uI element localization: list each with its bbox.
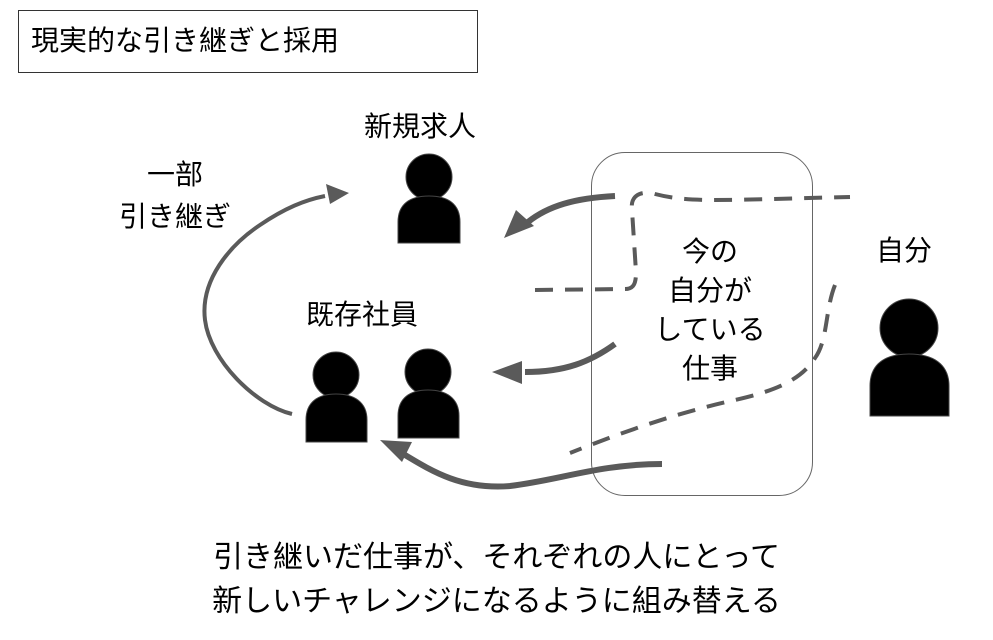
caption-line-2: 新しいチャレンジになるように組み替える xyxy=(212,584,781,619)
partial-handover-label-line2: 引き継ぎ xyxy=(118,200,231,233)
current-work-line-1: 今の xyxy=(681,235,738,268)
arrow-to-new-hire-head xyxy=(504,210,534,238)
arrow-partial-handover xyxy=(202,194,326,416)
self-label: 自分 xyxy=(876,234,933,267)
self-person-icon xyxy=(869,298,950,417)
arrow-bottom-to-existing-staff xyxy=(398,449,663,490)
arrow-to-existing-staff-head xyxy=(492,361,522,384)
new-hire-person-icon xyxy=(397,153,461,244)
current-work-text: 今の 自分が している 仕事 xyxy=(640,232,780,388)
partial-handover-label-line1: 一部 xyxy=(146,158,203,191)
current-work-line-2: 自分が xyxy=(667,274,752,307)
arrow-to-existing-staff xyxy=(524,341,617,375)
title-box: 現実的な引き継ぎと採用 xyxy=(18,10,478,73)
existing-staff-label: 既存社員 xyxy=(306,298,419,331)
existing-staff-person-icon-2 xyxy=(397,348,460,439)
current-work-line-4: 仕事 xyxy=(681,352,738,385)
arrow-partial-handover-head xyxy=(326,184,349,204)
caption-line-1: 引き継いだ仕事が、それぞれの人にとって xyxy=(213,540,780,575)
dashed-line-upper xyxy=(534,190,851,292)
new-hire-label: 新規求人 xyxy=(364,110,477,143)
current-work-line-3: している xyxy=(654,313,766,346)
existing-staff-person-icon-1 xyxy=(305,351,368,443)
arrow-bottom-to-existing-staff-head xyxy=(380,440,412,462)
arrow-to-new-hire xyxy=(526,193,616,225)
diagram-title: 現実的な引き継ぎと採用 xyxy=(31,24,340,57)
current-work-box xyxy=(591,152,813,496)
